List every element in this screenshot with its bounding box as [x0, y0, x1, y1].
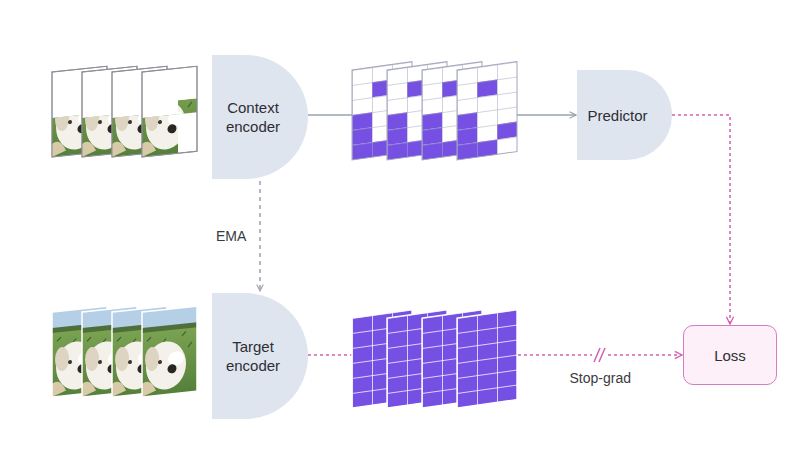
context-token-grid [352, 62, 517, 160]
d-outline [212, 293, 308, 419]
masked-video-frames [52, 66, 197, 157]
edge-label: Stop-grad [570, 369, 631, 387]
node-label: Target encoder [220, 337, 286, 375]
d-outline [212, 55, 308, 179]
d-fill [577, 70, 672, 160]
node-label: Predictor [587, 106, 647, 125]
target-token-grid [352, 310, 517, 408]
node-label: Context encoder [220, 98, 286, 136]
node-label: Loss [714, 346, 746, 365]
predictor-shape: Predictor [577, 70, 672, 160]
prediction-arrow [672, 115, 730, 324]
encoder-shape: Context encoder [212, 55, 308, 179]
d-fill [212, 293, 308, 419]
full-video-frames [52, 306, 197, 397]
ema-arrow [259, 181, 261, 291]
encoder-shape: Target encoder [212, 293, 308, 419]
stop-grad-slashes [592, 346, 606, 364]
loss-box: Loss [683, 325, 777, 385]
d-fill [212, 55, 308, 179]
edge-label: EMA [216, 227, 246, 245]
